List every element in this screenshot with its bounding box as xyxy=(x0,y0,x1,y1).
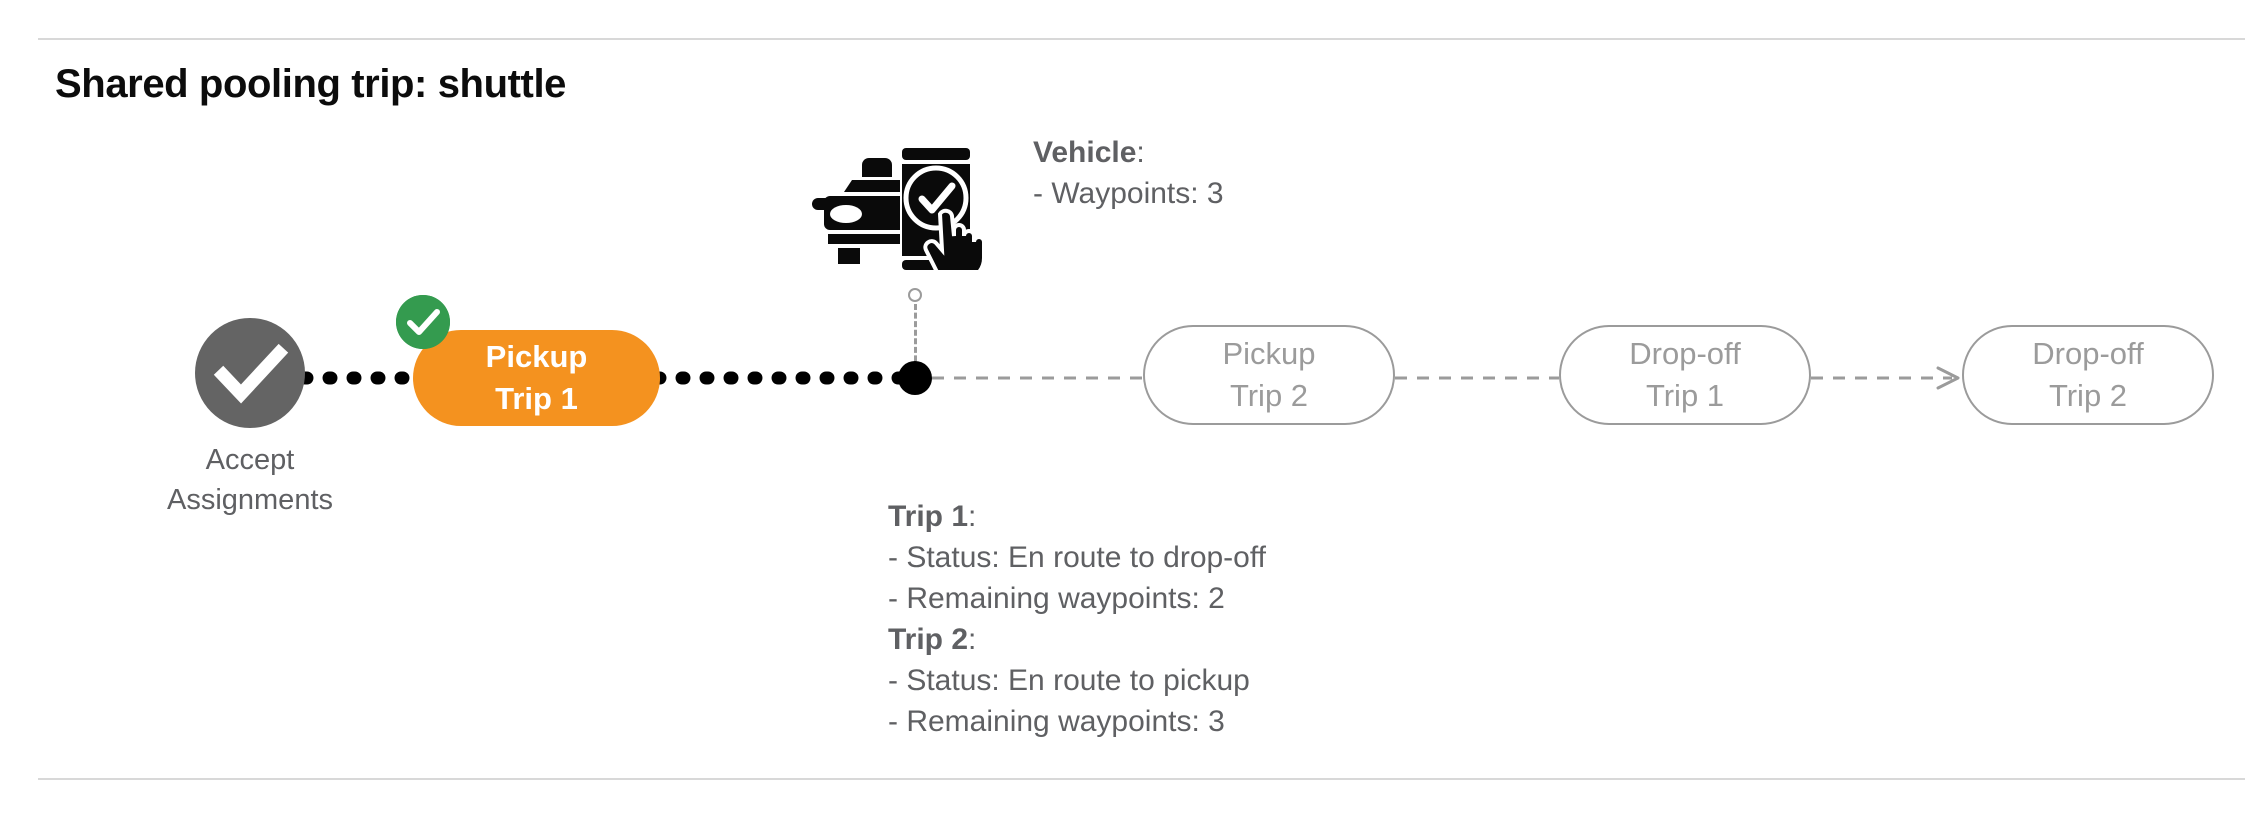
divider-bottom xyxy=(38,778,2245,780)
vehicle-heading-colon: : xyxy=(1136,136,1145,169)
trip-2-heading-text: Trip 2 xyxy=(888,623,969,656)
vehicle-position-ring-icon xyxy=(908,288,922,302)
trip-details-callout: Trip 1: - Status: En route to drop-off -… xyxy=(888,496,1266,742)
accept-label-line2: Assignments xyxy=(166,484,333,516)
accept-label-line1: Accept xyxy=(205,444,295,476)
trip-1-heading: Trip 1: xyxy=(888,496,1266,537)
node-pickup-trip-2-line1: Pickup xyxy=(1222,336,1316,371)
node-pickup-trip-2[interactable]: Pickup Trip 2 xyxy=(1143,325,1395,425)
trip-1-heading-text: Trip 1 xyxy=(888,500,969,533)
node-pickup-trip-1-line2: Trip 1 xyxy=(495,381,578,416)
page-title: Shared pooling trip: shuttle xyxy=(55,62,567,106)
vehicle-position-leader-line xyxy=(914,304,917,370)
trip-2-waypoints-line: - Remaining waypoints: 3 xyxy=(888,705,1225,738)
node-dropoff-trip-2[interactable]: Drop-off Trip 2 xyxy=(1962,325,2214,425)
node-dropoff-trip-1-line1: Drop-off xyxy=(1629,336,1741,371)
vehicle-position-dot[interactable] xyxy=(898,361,932,395)
divider-top xyxy=(38,38,2245,40)
trip-2-heading-colon: : xyxy=(968,623,977,656)
trip-1-waypoints-line: - Remaining waypoints: 2 xyxy=(888,582,1225,615)
node-dropoff-trip-2-line1: Drop-off xyxy=(2032,336,2144,371)
node-pickup-trip-2-line2: Trip 2 xyxy=(1229,378,1309,413)
node-pickup-trip-1[interactable]: Pickup Trip 1 xyxy=(413,330,660,426)
vehicle-callout: Vehicle: - Waypoints: 3 xyxy=(1033,132,1224,214)
vehicle-callout-heading: Vehicle: xyxy=(1033,132,1224,173)
trip-2-status-line: - Status: En route to pickup xyxy=(888,664,1250,697)
accept-assignments-node[interactable] xyxy=(195,318,305,428)
trip-1-status-line: - Status: En route to drop-off xyxy=(888,541,1266,574)
node-dropoff-trip-1-line2: Trip 1 xyxy=(1645,378,1725,413)
node-dropoff-trip-1[interactable]: Drop-off Trip 1 xyxy=(1559,325,1811,425)
trip-1-heading-colon: : xyxy=(968,500,977,533)
trip-2-heading: Trip 2: xyxy=(888,619,1266,660)
check-badge-icon xyxy=(396,295,450,349)
node-dropoff-trip-2-line2: Trip 2 xyxy=(2048,378,2128,413)
car-phone-check-icon xyxy=(812,122,988,282)
vehicle-waypoints-line: - Waypoints: 3 xyxy=(1033,177,1224,210)
accept-assignments-label: Accept Assignments xyxy=(130,440,370,520)
node-pickup-trip-1-line1: Pickup xyxy=(485,339,588,374)
vehicle-heading-text: Vehicle xyxy=(1033,136,1137,169)
